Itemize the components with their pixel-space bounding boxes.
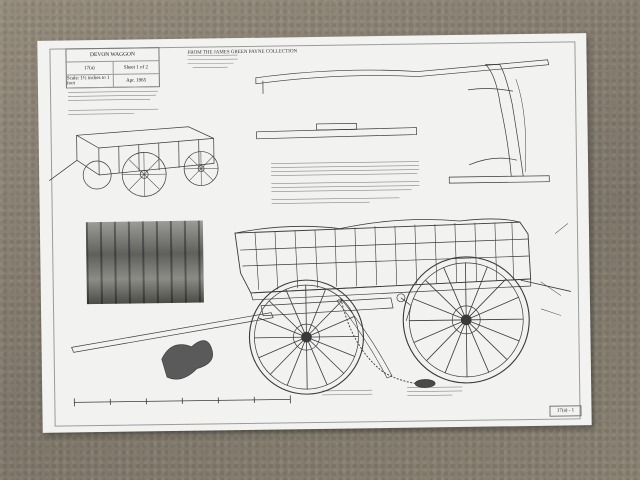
drag-shoe-drawing <box>161 340 213 380</box>
drawings-layer <box>49 54 571 407</box>
dimension-callouts <box>540 223 569 316</box>
intro-text-lines <box>68 54 463 397</box>
paper-sheet: DEVON WAGGON 17(a) Sheet 1 of 2 Scale: 1… <box>37 33 592 433</box>
shaft-detail-drawing <box>255 59 550 184</box>
scale-bar <box>73 395 291 407</box>
wagon-side-elevation-drawing <box>71 218 571 395</box>
wagon-perspective-sketch <box>49 126 219 197</box>
